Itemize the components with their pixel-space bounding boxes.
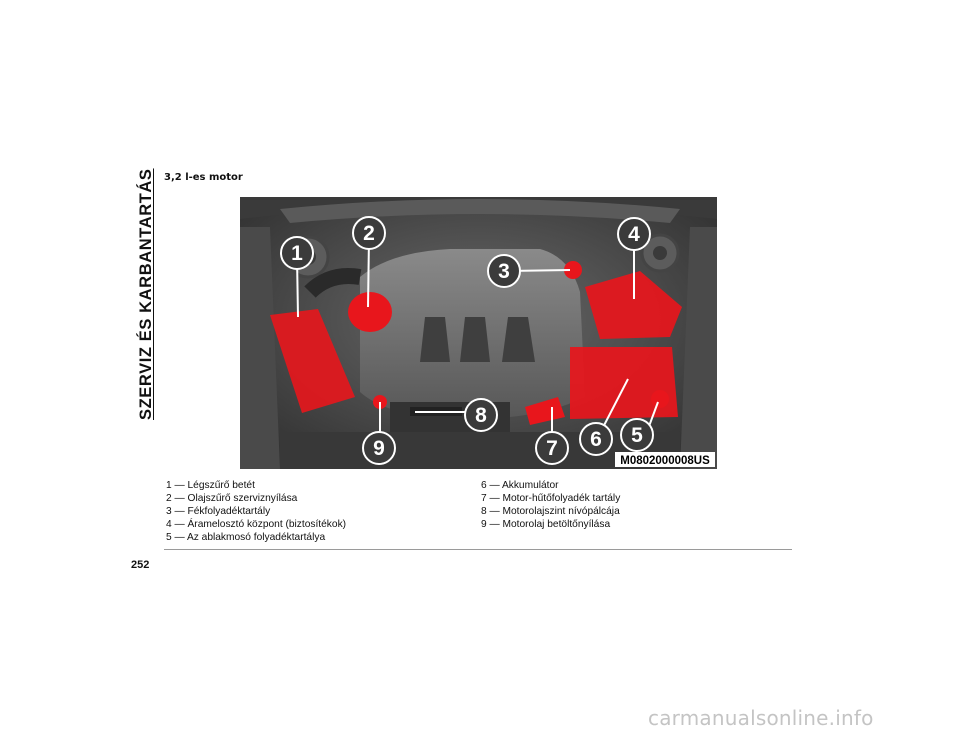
legend-item: 4 — Áramelosztó központ (biztosítékok) [166, 519, 347, 530]
svg-text:2: 2 [363, 222, 375, 245]
marker-6: 6 [579, 422, 613, 456]
legend-item: 5 — Az ablakmosó folyadéktartálya [166, 532, 326, 543]
svg-text:1: 1 [291, 242, 303, 265]
legend-item: 2 — Olajszűrő szerviznyílása [166, 493, 298, 504]
legend-item: 6 — Akkumulátor [481, 480, 559, 491]
legend-item: 8 — Motorolajszint nívópálcája [481, 506, 620, 517]
legend-right: 6 — Akkumulátor 7 — Motor-hűtőfolyadék t… [481, 479, 620, 531]
legend-item: 9 — Motorolaj betöltőnyílása [481, 519, 611, 530]
svg-text:4: 4 [628, 223, 640, 246]
marker-9: 9 [362, 431, 396, 465]
marker-3: 3 [487, 254, 521, 288]
engine-bay-figure: 1 2 3 4 5 6 7 8 [240, 197, 717, 469]
legend-item: 7 — Motor-hűtőfolyadék tartály [481, 493, 621, 504]
marker-4: 4 [617, 217, 651, 251]
marker-1: 1 [280, 236, 314, 270]
legend-item: 1 — Légszűrő betét [166, 480, 255, 491]
svg-text:3: 3 [498, 260, 510, 283]
marker-2: 2 [352, 216, 386, 250]
marker-5: 5 [620, 418, 654, 452]
legend-left: 1 — Légszűrő betét 2 — Olajszűrő szerviz… [166, 479, 346, 544]
divider [164, 549, 792, 550]
legend-item: 3 — Fékfolyadéktartály [166, 506, 271, 517]
svg-text:8: 8 [475, 404, 487, 427]
svg-text:5: 5 [631, 424, 643, 447]
svg-text:6: 6 [590, 428, 602, 451]
watermark: carmanualsonline.info [648, 706, 874, 730]
figure-code: M0802000008US [620, 455, 710, 467]
figure-subtitle: 3,2 l-es motor [164, 172, 243, 183]
svg-text:9: 9 [373, 437, 385, 460]
marker-8: 8 [464, 398, 498, 432]
section-title: SZERVIZ ÉS KARBANTARTÁS [137, 168, 155, 420]
svg-text:7: 7 [546, 437, 558, 460]
marker-7: 7 [535, 431, 569, 465]
page-number: 252 [131, 559, 150, 571]
